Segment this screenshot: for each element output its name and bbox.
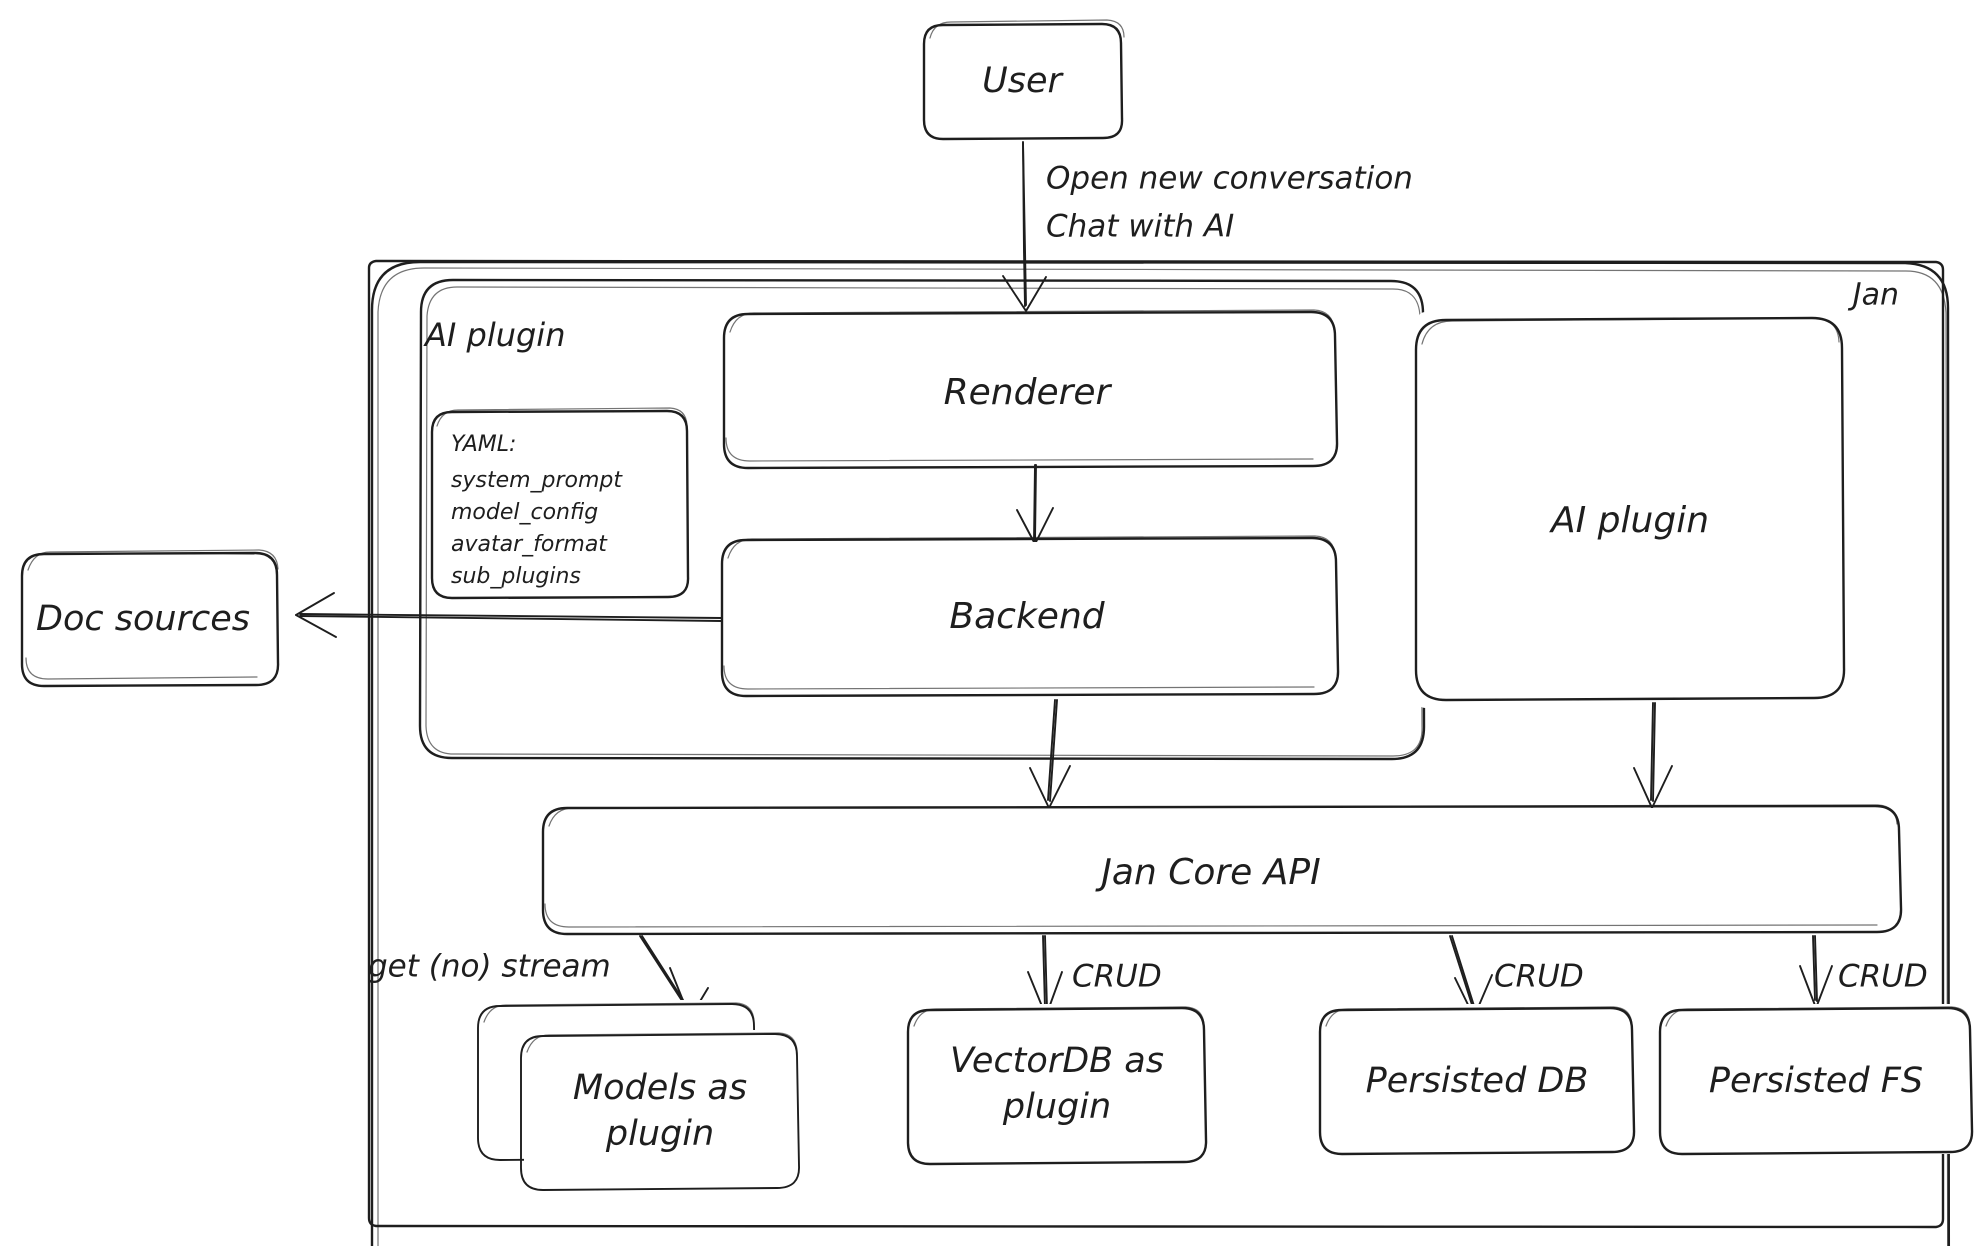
card-yaml-key-1: model_config: [451, 500, 598, 525]
node-renderer[interactable]: Renderer: [722, 309, 1339, 470]
node-vectordb-as-plugin-line2: plugin: [1002, 1087, 1111, 1127]
edge-core-to-vectordb: CRUD: [1027, 935, 1162, 1017]
edge-backend-to-doc-sources: [295, 592, 723, 638]
node-models-as-plugin[interactable]: Models as plugin: [477, 1000, 800, 1192]
edge-user-to-renderer-label-line1: Open new conversation: [1046, 161, 1413, 197]
container-jan: Jan: [367, 259, 1951, 1246]
card-yaml-key-3: sub_plugins: [451, 564, 581, 589]
edge-core-to-persisted-db: CRUD: [1449, 935, 1584, 1018]
edge-user-to-renderer-label-line2: Chat with AI: [1046, 209, 1234, 245]
edge-core-to-persisted-fs: CRUD: [1799, 935, 1928, 1009]
node-renderer-label: Renderer: [944, 372, 1113, 413]
node-jan-core-api-label: Jan Core API: [1095, 852, 1320, 893]
card-yaml-key-2: avatar_format: [451, 532, 608, 557]
node-backend[interactable]: Backend: [720, 535, 1340, 698]
edge-core-to-persisted-db-label: CRUD: [1494, 959, 1584, 995]
edge-user-to-renderer: Open new conversation Chat with AI: [1002, 141, 1413, 312]
edge-backend-to-core: [1029, 699, 1071, 809]
edge-renderer-to-backend: [1016, 464, 1054, 545]
edge-ai-plugin-to-core: [1633, 702, 1673, 809]
container-ai-plugin-group: AI plugin: [418, 278, 1426, 761]
edge-core-to-vectordb-label: CRUD: [1072, 959, 1162, 995]
node-vectordb-as-plugin-line1: VectorDB as: [950, 1041, 1164, 1081]
card-yaml: YAML: system_prompt model_config avatar_…: [430, 407, 692, 600]
node-doc-sources[interactable]: Doc sources: [20, 549, 280, 690]
container-ai-plugin-group-label: AI plugin: [423, 316, 565, 354]
node-persisted-db-label: Persisted DB: [1366, 1061, 1589, 1101]
node-jan-core-api[interactable]: Jan Core API: [541, 804, 1903, 936]
node-vectordb-as-plugin[interactable]: VectorDB as plugin: [906, 1004, 1208, 1166]
edge-core-to-models-label: get (no) stream: [368, 949, 611, 985]
card-yaml-key-0: system_prompt: [451, 468, 623, 493]
node-ai-plugin-right-label: AI plugin: [1549, 500, 1709, 541]
node-persisted-fs-label: Persisted FS: [1709, 1061, 1923, 1101]
node-user-label: User: [982, 61, 1064, 101]
node-ai-plugin-right[interactable]: AI plugin: [1414, 312, 1846, 708]
node-models-as-plugin-line1: Models as: [573, 1068, 747, 1108]
node-persisted-fs[interactable]: Persisted FS: [1658, 1004, 1974, 1156]
container-jan-label: Jan: [1848, 278, 1899, 313]
node-persisted-db[interactable]: Persisted DB: [1318, 1004, 1636, 1156]
node-user[interactable]: User: [921, 18, 1126, 142]
node-backend-label: Backend: [949, 596, 1105, 637]
node-doc-sources-label: Doc sources: [36, 599, 250, 639]
node-models-as-plugin-line2: plugin: [605, 1114, 714, 1154]
card-yaml-heading: YAML:: [451, 432, 516, 457]
edge-core-to-persisted-fs-label: CRUD: [1838, 959, 1928, 995]
